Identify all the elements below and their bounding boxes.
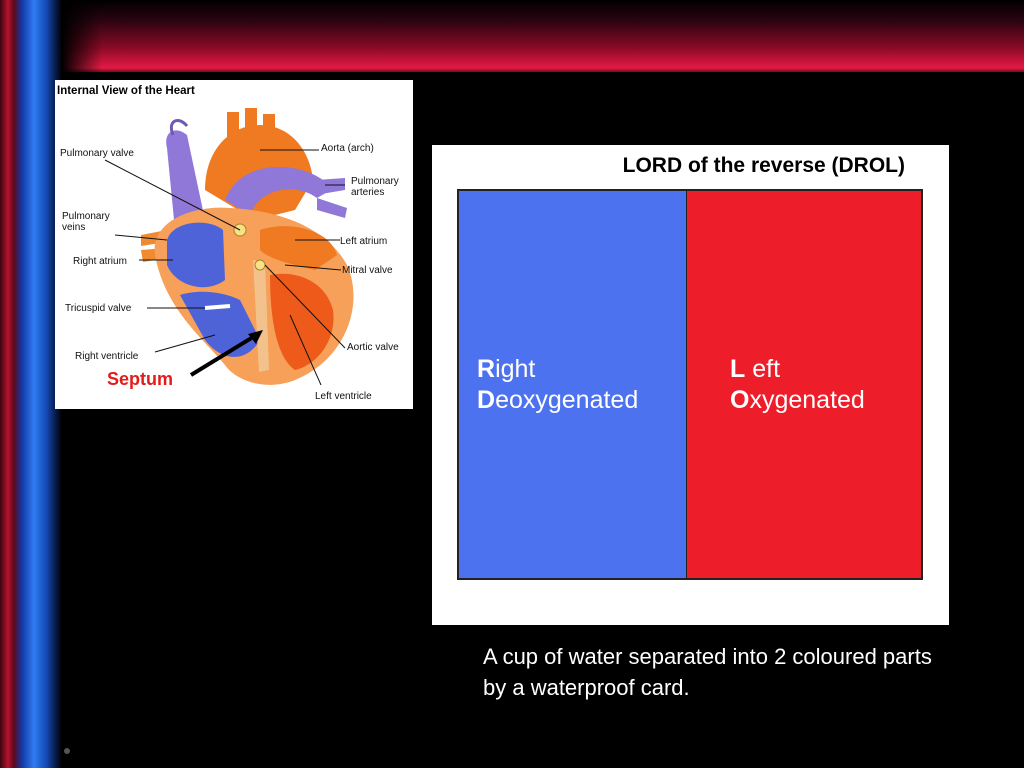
deoxygenated-initial: D: [477, 386, 496, 414]
slide-dot: [64, 748, 70, 754]
oxygenated-word: Oxygenated: [730, 386, 865, 415]
label-pulmonary-valve: Pulmonary valve: [60, 148, 134, 159]
drol-card: LORD of the reverse (DROL) Right Deoxyge…: [432, 145, 949, 625]
right-word: Right: [477, 355, 535, 384]
label-right-atrium: Right atrium: [73, 256, 127, 267]
septum-arrow-icon: [189, 330, 263, 377]
label-left-ventricle: Left ventricle: [315, 391, 372, 402]
label-pulmonary-arteries: Pulmonary arteries: [351, 176, 399, 198]
right-side-blue-region: Right Deoxygenated: [457, 189, 689, 580]
deoxygenated-rest: eoxygenated: [495, 386, 639, 414]
heart-diagram-title: Internal View of the Heart: [57, 85, 195, 97]
left-decorative-stripe: [0, 0, 62, 768]
right-rest: ight: [495, 355, 536, 383]
top-decorative-band: [62, 0, 1024, 72]
left-initial: L: [730, 355, 746, 383]
label-right-ventricle: Right ventricle: [75, 351, 139, 362]
left-rest: eft: [752, 355, 781, 383]
caption-text: A cup of water separated into 2 coloured…: [483, 644, 932, 700]
heart-illustration: [104, 108, 354, 386]
left-side-red-region: L eft Oxygenated: [686, 189, 923, 580]
heart-diagram-panel: Internal View of the Heart: [55, 80, 413, 409]
label-pulmonary-veins: Pulmonary veins: [62, 211, 110, 233]
oxygenated-rest: xygenated: [749, 386, 865, 414]
septum-label: Septum: [107, 369, 174, 389]
left-word: L eft: [730, 355, 780, 384]
label-aortic-valve: Aortic valve: [347, 342, 399, 353]
deoxygenated-word: Deoxygenated: [477, 386, 638, 415]
drol-card-title: LORD of the reverse (DROL): [622, 154, 905, 177]
label-aorta-arch: Aorta (arch): [321, 143, 374, 154]
label-tricuspid-valve: Tricuspid valve: [65, 303, 132, 314]
top-band-shade: [62, 0, 102, 72]
label-left-atrium: Left atrium: [340, 236, 388, 247]
right-initial: R: [477, 355, 496, 383]
oxygenated-initial: O: [730, 386, 750, 414]
label-mitral-valve: Mitral valve: [342, 265, 393, 276]
